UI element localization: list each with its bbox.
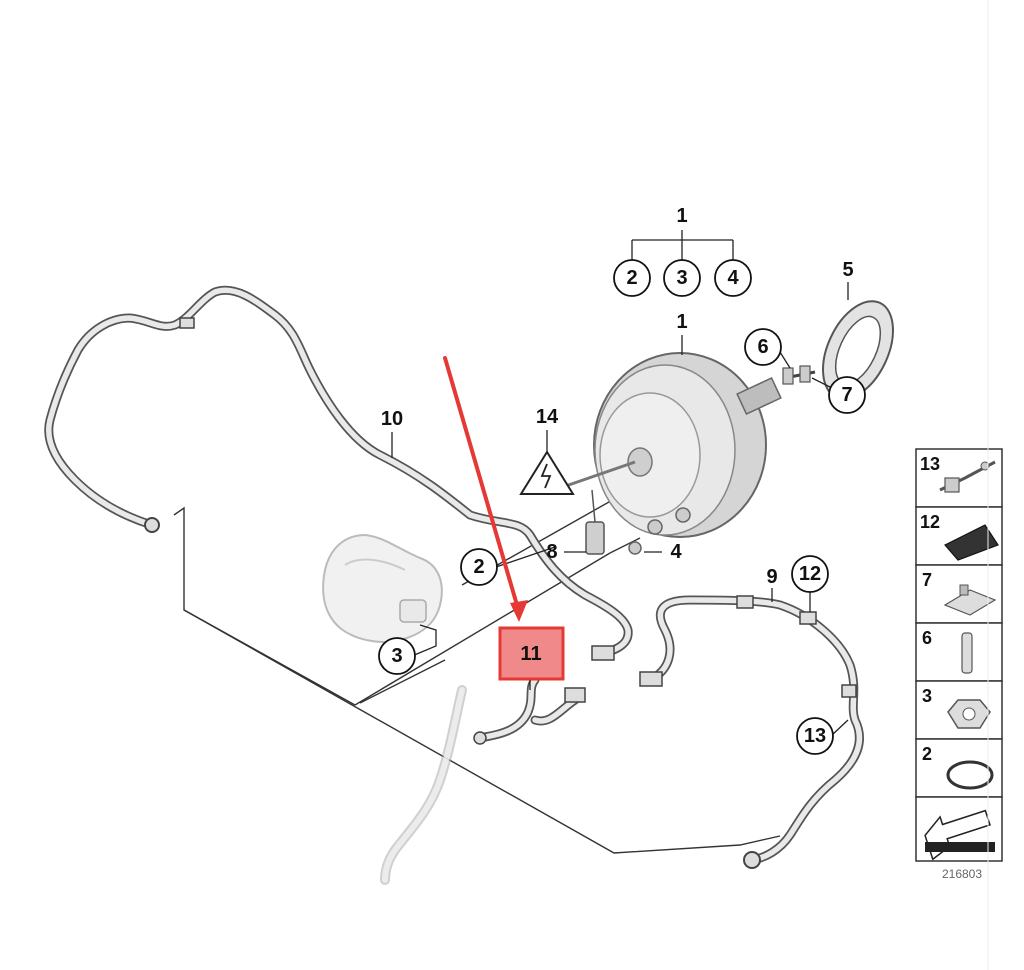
callout-4: 4 (670, 541, 682, 563)
callout-2: 2 (473, 556, 484, 578)
stud-icon (961, 632, 973, 674)
pad-icon (944, 524, 999, 561)
legend-item-12-number: 12 (920, 512, 940, 532)
lower-hose (380, 685, 467, 885)
callout-1-group: 1 (676, 205, 687, 227)
callout-7: 7 (841, 384, 852, 406)
reservoir (322, 533, 443, 643)
vacuum-sensor-8 (585, 489, 605, 555)
arrow-icon (924, 809, 995, 861)
parts-legend: 13 12 7 6 3 2 2 (915, 448, 1003, 881)
legend-item-7-number: 7 (922, 570, 932, 590)
callout-5: 5 (842, 259, 853, 281)
callout-4-sub: 4 (727, 267, 739, 289)
callout-11-highlight: 11 (498, 626, 565, 681)
callout-14: 14 (536, 406, 559, 428)
callout-2-sub: 2 (626, 267, 637, 289)
bracket-clip-icon (943, 584, 997, 616)
callout-8: 8 (546, 541, 557, 563)
callout-13: 13 (804, 725, 826, 747)
mount-bolts (782, 365, 816, 385)
legend-item-6-number: 6 (922, 628, 932, 648)
callout-1-booster: 1 (676, 311, 687, 333)
legend-item-2-number: 2 (922, 744, 932, 764)
diagram-code: 216803 (942, 867, 982, 881)
legend-item-3-number: 3 (922, 686, 932, 706)
hose-clip-icon (939, 460, 996, 493)
callout-10: 10 (381, 408, 403, 430)
o-ring-icon (946, 760, 994, 790)
brake-booster (559, 352, 782, 555)
callout-3: 3 (391, 645, 402, 667)
vacuum-line-11 (473, 675, 586, 745)
callout-3-sub: 3 (676, 267, 687, 289)
callout-11: 11 (520, 643, 541, 665)
callout-9: 9 (766, 566, 777, 588)
nut-icon (947, 699, 991, 729)
callout-12: 12 (799, 563, 821, 585)
legend-item-13-number: 13 (920, 454, 940, 474)
brake-line-9 (639, 595, 864, 869)
gasket-5 (822, 300, 894, 400)
brake-line-10 (44, 285, 633, 661)
callouts: 1 2 3 4 5 1 6 7 14 10 2 8 4 3 9 12 13 (378, 205, 866, 755)
warning-sign-icon (519, 450, 575, 495)
callout-6: 6 (757, 336, 768, 358)
highlight-arrow (443, 356, 528, 622)
